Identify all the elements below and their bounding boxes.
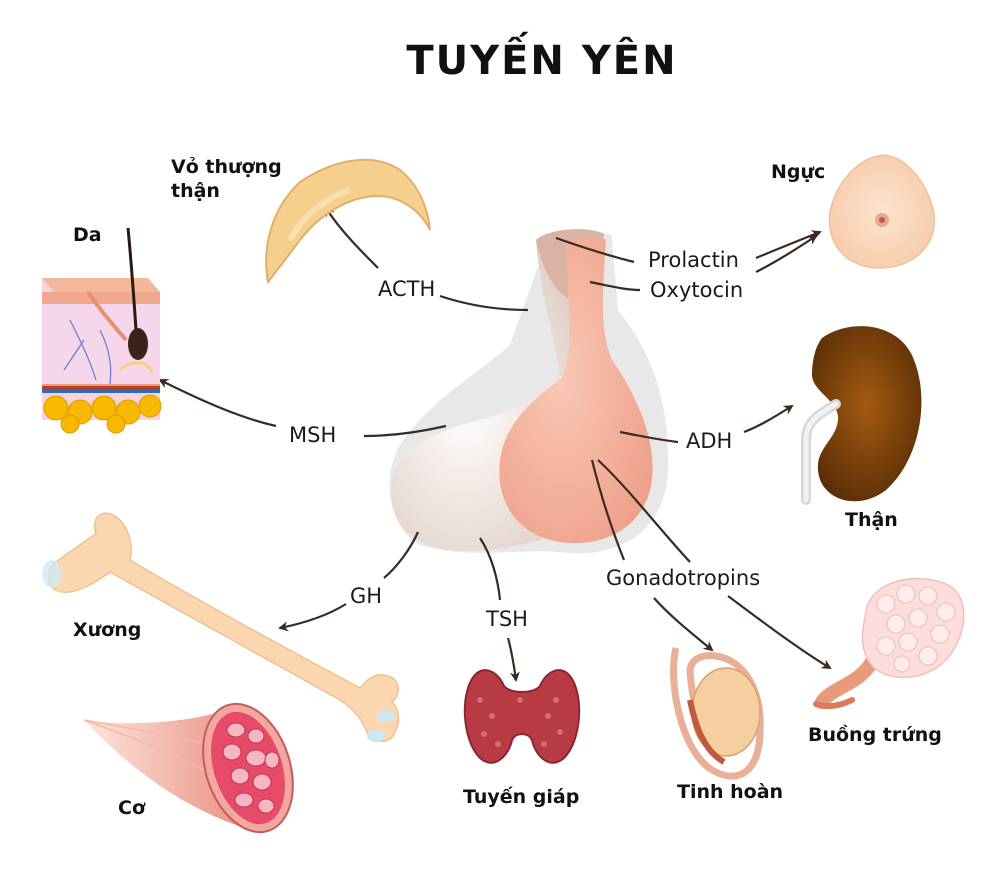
acth-line — [439, 294, 529, 312]
oxytocin-line — [589, 280, 641, 292]
hormone-oxytocin: Oxytocin — [650, 278, 744, 302]
gonadotropins-line-2 — [597, 459, 691, 563]
ovary-illustration — [813, 577, 965, 710]
msh-line — [363, 424, 447, 438]
gh-arrow — [278, 603, 347, 632]
oxytocin-arrow — [755, 234, 818, 273]
posterior-lobe — [499, 237, 653, 544]
hormone-gh: GH — [350, 584, 383, 608]
skin-illustration — [42, 227, 162, 434]
prolactin-arrow — [755, 230, 822, 260]
adh-arrow — [743, 404, 794, 434]
breast-illustration — [828, 154, 936, 269]
gh-line — [383, 531, 420, 579]
label-skin: Da — [73, 224, 102, 246]
acth-arrow — [324, 206, 379, 269]
tsh-arrow — [506, 637, 520, 682]
gonadotropins-line-1 — [590, 459, 626, 561]
testis-arrow — [653, 597, 714, 652]
msh-arrow — [158, 379, 277, 428]
label-breast: Ngực — [771, 161, 826, 183]
hormone-gonadotropins: Gonadotropins — [606, 566, 761, 590]
tsh-line — [479, 537, 502, 601]
pituitary-gland — [389, 229, 669, 554]
label-kidney: Thận — [845, 509, 898, 531]
page-title: TUYẾN YÊN — [406, 38, 678, 84]
adrenal-cortex-illustration — [265, 158, 431, 285]
label-thyroid: Tuyến giáp — [463, 786, 580, 808]
thyroid-illustration — [463, 669, 581, 764]
hormone-tsh: TSH — [486, 607, 528, 631]
hormone-acth: ACTH — [378, 277, 436, 301]
hormone-prolactin: Prolactin — [648, 248, 739, 272]
label-testis: Tinh hoàn — [677, 781, 784, 803]
ovary-arrow — [727, 595, 832, 670]
hormone-msh: MSH — [289, 423, 337, 447]
label-adrenal-cortex: Vỏ thượng thận — [171, 156, 282, 202]
adh-line — [619, 430, 679, 444]
muscle-illustration — [83, 702, 294, 834]
bone-illustration — [42, 512, 400, 742]
anterior-lobe — [391, 229, 604, 551]
testis-illustration — [670, 647, 764, 780]
label-bone: Xương — [73, 619, 142, 641]
label-muscle: Cơ — [118, 797, 145, 819]
hormone-adh: ADH — [686, 429, 733, 453]
label-ovary: Buồng trứng — [808, 724, 942, 746]
connector-lines — [158, 206, 832, 682]
kidney-illustration — [801, 326, 922, 505]
prolactin-line — [555, 236, 635, 264]
